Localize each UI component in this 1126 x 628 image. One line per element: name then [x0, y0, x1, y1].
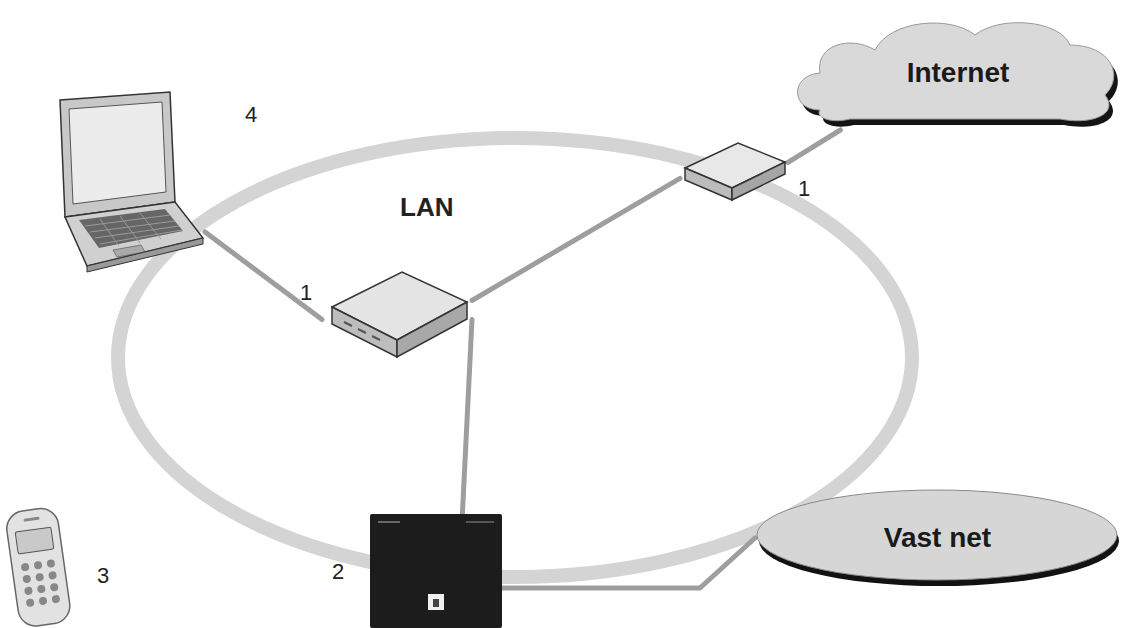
keyboard-keys — [85, 213, 182, 246]
network-cable — [788, 130, 840, 162]
base-station-model — [466, 521, 494, 523]
node-label: LAN — [400, 192, 453, 223]
callout-number: 1 — [300, 280, 312, 306]
key — [50, 583, 59, 592]
network-cloud: Internet — [790, 15, 1126, 130]
callout-number: 4 — [245, 102, 257, 128]
key — [46, 559, 55, 568]
router-illustration — [332, 272, 467, 357]
base-station-node: 2 — [370, 514, 502, 628]
oval-fill — [757, 490, 1117, 580]
router-leds — [344, 322, 380, 340]
node-label: Vast net — [884, 522, 991, 554]
base-station-logo — [433, 599, 439, 607]
router-node: 1 — [322, 272, 472, 367]
callout-number: 2 — [332, 559, 344, 585]
key — [48, 571, 57, 580]
key — [26, 598, 35, 607]
network-oval: Vast net — [755, 488, 1120, 588]
key — [51, 595, 60, 604]
key — [35, 573, 44, 582]
handset-earpiece — [23, 517, 39, 522]
callout-number: 1 — [798, 176, 810, 202]
handset-illustration — [4, 506, 72, 628]
base-station-button — [428, 594, 444, 610]
laptop-node: 4 — [45, 90, 205, 272]
handset-keypad — [21, 559, 61, 607]
node-label: Internet — [907, 57, 1010, 89]
callout-number: 3 — [97, 563, 109, 589]
key — [24, 586, 33, 595]
laptop-screen — [69, 102, 166, 204]
key — [34, 561, 43, 570]
router-top — [332, 272, 467, 340]
handset-body — [4, 506, 72, 628]
key — [37, 585, 46, 594]
laptop-touchpad — [113, 245, 145, 257]
router-side — [397, 302, 467, 357]
network-cable — [472, 178, 680, 300]
key — [39, 596, 48, 605]
router-front — [332, 307, 397, 357]
modem-node: 1 — [680, 140, 788, 204]
base-station-brand — [378, 521, 400, 523]
handset-node: 3 — [0, 505, 80, 628]
handset-display — [15, 527, 54, 554]
network-cable — [462, 320, 472, 515]
cloud-fill — [798, 23, 1114, 121]
key — [21, 563, 30, 572]
key — [22, 574, 31, 583]
network-cable — [205, 232, 322, 320]
laptop-lid — [60, 92, 175, 217]
